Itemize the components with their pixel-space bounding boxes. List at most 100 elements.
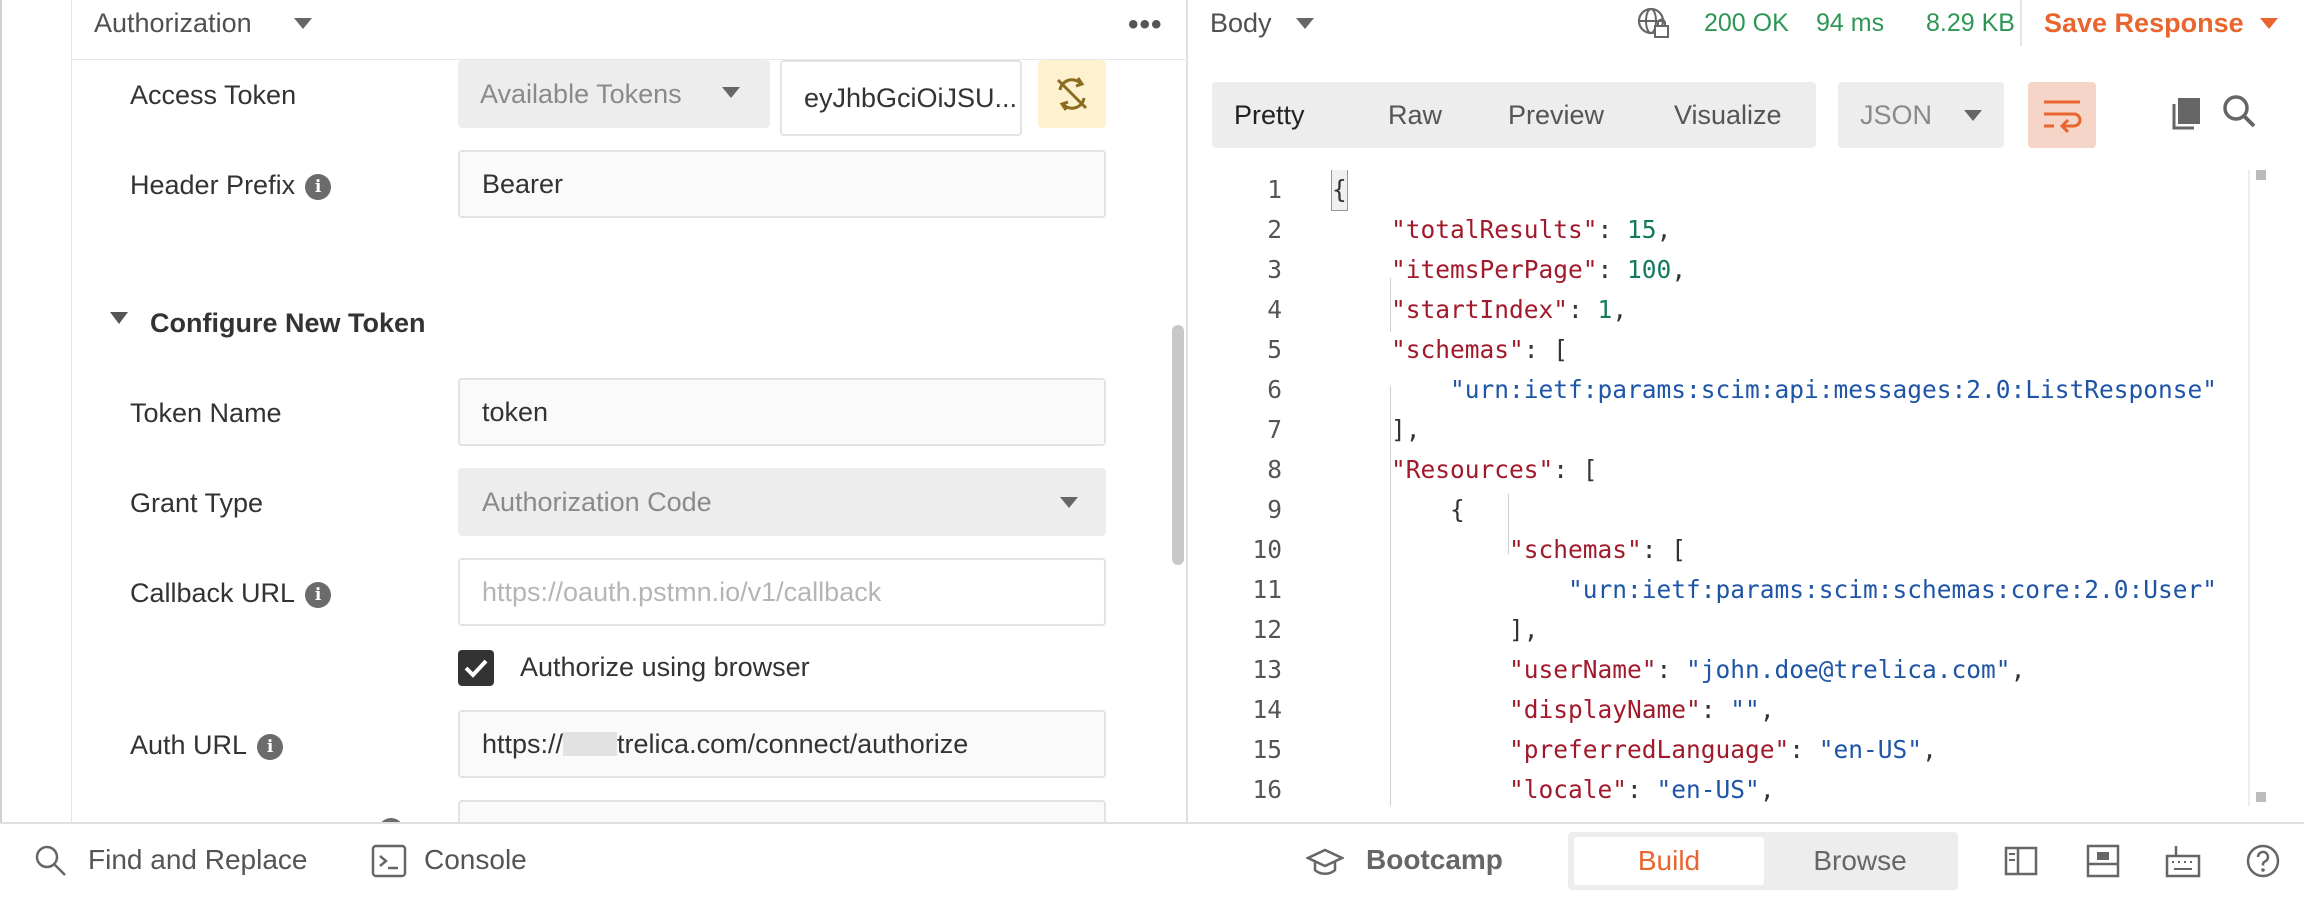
build-browse-toggle: Build Browse	[1568, 832, 1958, 890]
auth-url-input[interactable]: https://trelica.com/connect/authorize	[458, 710, 1106, 778]
json-string: "en-US"	[1818, 735, 1923, 764]
keyboard-shortcuts-icon[interactable]	[2164, 842, 2202, 880]
configure-new-token-heading[interactable]: Configure New Token	[150, 308, 426, 338]
chevron-down-icon	[722, 87, 740, 98]
json-number: 1	[1597, 295, 1613, 324]
json-string: ""	[1730, 695, 1760, 724]
code-line: 15 "preferredLanguage": "en-US",	[1190, 730, 2250, 770]
body-dropdown-label[interactable]: Body	[1210, 8, 1272, 38]
access-token-label: Access Token	[130, 80, 297, 110]
code-line: 5 "schemas": [	[1190, 330, 2250, 370]
code-line: 6 "urn:ietf:params:scim:api:messages:2.0…	[1190, 370, 2250, 410]
authorization-pane: Authorization ••• Access Token Available…	[72, 0, 1188, 844]
info-icon[interactable]: i	[305, 174, 332, 200]
json-string: "en-US"	[1656, 775, 1760, 804]
authorize-browser-label[interactable]: Authorize using browser	[520, 652, 810, 682]
line-number: 8	[1267, 455, 1282, 484]
scrollbar-thumb[interactable]	[1172, 325, 1184, 565]
status-bar: Find and Replace Console Bootcamp Build …	[0, 822, 2304, 898]
console-button[interactable]: Console	[424, 844, 527, 875]
header-prefix-input[interactable]: Bearer	[458, 150, 1106, 218]
wrap-lines-button[interactable]	[2028, 82, 2096, 148]
bootcamp-button[interactable]: Bootcamp	[1366, 844, 1503, 875]
layout-icon[interactable]	[2084, 842, 2122, 880]
code-text: "startIndex": 1,	[1391, 295, 1628, 324]
tab-preview[interactable]: Preview	[1508, 100, 1605, 130]
divider	[2020, 0, 2022, 46]
code-text: "preferredLanguage": "en-US",	[1509, 735, 1937, 764]
chevron-down-icon[interactable]	[294, 18, 312, 29]
json-number: 100	[1627, 255, 1672, 284]
code-text: "userName": "john.doe@trelica.com",	[1509, 655, 2026, 684]
globe-lock-icon[interactable]	[1636, 6, 1670, 40]
indent-guide	[1508, 494, 1509, 554]
response-size[interactable]: 8.29 KB	[1926, 9, 2015, 37]
code-text: "schemas": [	[1509, 535, 1687, 564]
code-line: 13 "userName": "john.doe@trelica.com",	[1190, 650, 2250, 690]
grant-type-value: Authorization Code	[482, 487, 712, 517]
editor-divider	[2248, 170, 2250, 806]
code-text: "displayName": "",	[1509, 695, 1775, 724]
chevron-down-icon	[1060, 497, 1078, 508]
format-value: JSON	[1860, 100, 1933, 130]
code-text: "schemas": [	[1391, 335, 1569, 364]
line-number: 4	[1267, 295, 1282, 324]
scroll-up-icon[interactable]	[2256, 170, 2266, 180]
grant-type-select[interactable]: Authorization Code	[458, 468, 1106, 536]
tab-build[interactable]: Build	[1574, 837, 1764, 885]
status-code[interactable]: 200 OK	[1704, 9, 1789, 37]
find-replace-button[interactable]: Find and Replace	[88, 844, 308, 875]
search-icon[interactable]	[32, 842, 70, 880]
auth-url-prefix: https://	[482, 729, 564, 759]
tab-raw[interactable]: Raw	[1388, 100, 1443, 130]
tab-pretty[interactable]: Pretty	[1234, 82, 1314, 148]
code-text: {	[1332, 495, 1465, 524]
info-icon[interactable]: i	[257, 734, 284, 760]
access-token-field[interactable]: eyJhbGciOiJSU...	[780, 60, 1022, 136]
tab-visualize[interactable]: Visualize	[1674, 100, 1782, 130]
auth-type-label[interactable]: Authorization	[94, 8, 252, 38]
code-line: 1{	[1190, 170, 2250, 211]
graduation-cap-icon[interactable]	[1306, 842, 1344, 880]
info-icon[interactable]: i	[305, 582, 332, 608]
two-pane-view-icon[interactable]	[2002, 842, 2040, 880]
chevron-down-icon[interactable]	[2260, 18, 2278, 29]
format-select[interactable]: JSON	[1838, 82, 2004, 148]
copy-icon[interactable]	[2166, 92, 2206, 132]
code-text: "itemsPerPage": 100,	[1391, 255, 1687, 284]
code-line: 10 "schemas": [	[1190, 530, 2250, 570]
search-icon[interactable]	[2220, 92, 2260, 132]
line-number: 1	[1267, 175, 1282, 204]
scroll-down-icon[interactable]	[2256, 792, 2266, 802]
save-response-button[interactable]: Save Response	[2044, 8, 2244, 38]
sync-token-button[interactable]	[1038, 60, 1106, 128]
code-line: 7 ],	[1190, 410, 2250, 450]
code-scrollbar[interactable]	[2250, 170, 2266, 806]
line-number: 6	[1267, 375, 1282, 404]
code-line: 16 "locale": "en-US",	[1190, 770, 2250, 806]
help-icon[interactable]	[2244, 842, 2282, 880]
line-number: 3	[1267, 255, 1282, 284]
json-viewer[interactable]: 1{ 2 "totalResults": 15, 3 "itemsPerPage…	[1190, 170, 2250, 806]
callback-url-input[interactable]: https://oauth.pstmn.io/v1/callback	[458, 558, 1106, 626]
line-number: 7	[1267, 415, 1282, 444]
wrap-lines-icon	[2044, 100, 2082, 134]
auth-header: Authorization •••	[72, 0, 1188, 60]
chevron-down-icon[interactable]	[1296, 18, 1314, 29]
tab-browse[interactable]: Browse	[1813, 845, 1907, 876]
code-line: 11 "urn:ietf:params:scim:schemas:core:2.…	[1190, 570, 2250, 610]
collapse-caret-icon[interactable]	[110, 312, 128, 324]
available-tokens-select[interactable]: Available Tokens	[458, 60, 770, 128]
code-text: "totalResults": 15,	[1391, 215, 1672, 244]
more-options-icon[interactable]: •••	[1128, 8, 1163, 41]
chevron-down-icon	[1964, 110, 1982, 121]
token-name-input[interactable]: token	[458, 378, 1106, 446]
response-time[interactable]: 94 ms	[1816, 9, 1885, 37]
code-line: 4 "startIndex": 1,	[1190, 290, 2250, 330]
console-icon[interactable]	[370, 842, 408, 880]
authorize-browser-checkbox[interactable]	[458, 650, 494, 686]
json-string: "urn:ietf:params:scim:schemas:core:2.0:U…	[1568, 575, 2218, 604]
